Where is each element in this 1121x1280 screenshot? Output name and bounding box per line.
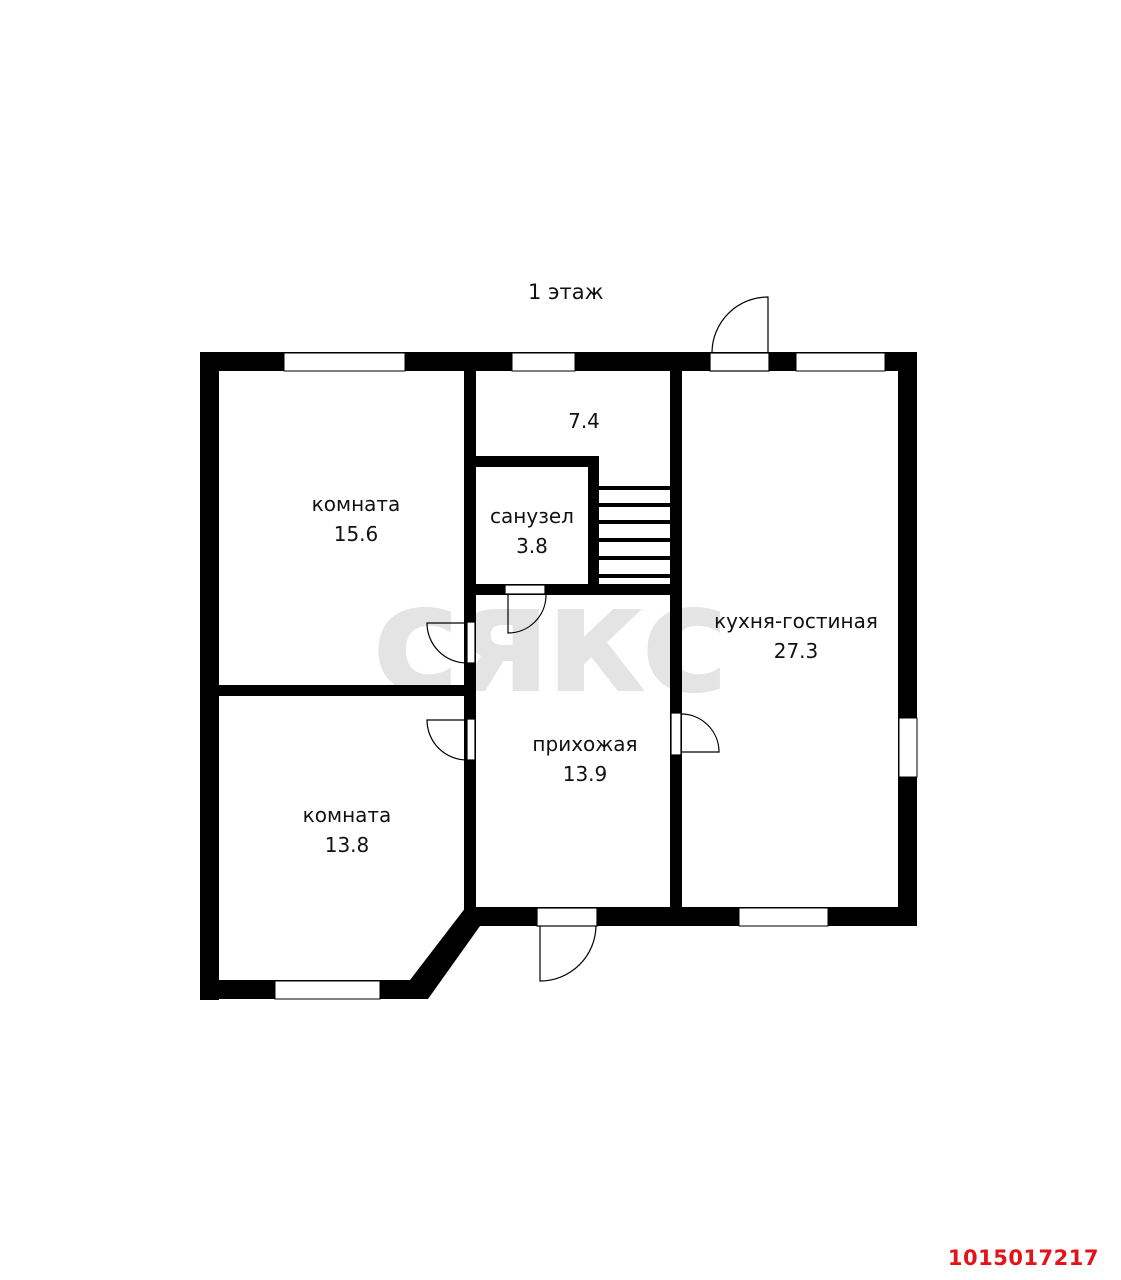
room-bedroom-1: комната 15.6 [312,489,401,549]
room-area: 13.8 [324,833,370,857]
room-name: прихожая [532,732,638,756]
room-area: 3.8 [516,534,548,558]
room-stair-hall: 7.4 [568,406,600,436]
room-area: 7.4 [568,409,600,433]
outer-walls [200,352,917,1000]
room-area: 15.6 [333,522,379,546]
interior-walls [219,371,682,926]
listing-id: 1015017217 [947,1246,1099,1270]
room-area: 13.9 [562,762,608,786]
window [738,907,829,927]
stairs [599,486,670,578]
window [795,352,886,372]
window [274,980,381,1000]
room-bedroom-2: комната 13.8 [303,800,392,860]
room-name: санузел [490,504,574,528]
floor-title: 1 этаж [528,280,604,304]
window [283,352,406,372]
window [511,352,576,372]
room-name: кухня-гостиная [714,609,878,633]
room-bathroom: санузел 3.8 [490,501,574,561]
room-area: 27.3 [773,639,819,663]
window [898,717,918,778]
room-name: комната [302,803,392,827]
room-kitchen-living: кухня-гостиная 27.3 [714,606,878,666]
doors [426,296,770,982]
room-hallway: прихожая 13.9 [532,729,637,789]
windows [274,352,918,1000]
room-name: комната [311,492,401,516]
